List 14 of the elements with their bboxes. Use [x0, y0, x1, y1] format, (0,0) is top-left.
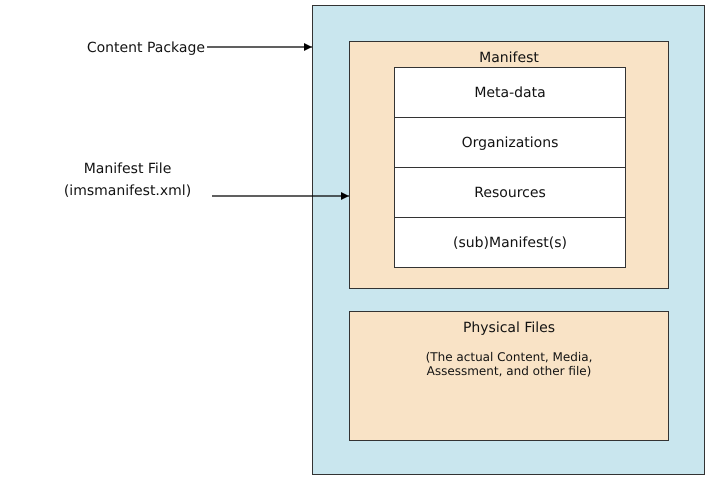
- arrow: [212, 192, 349, 200]
- text-label: Manifest File (imsmanifest.xml): [45, 158, 210, 202]
- list-row: Meta-data: [394, 67, 626, 118]
- box-title: Physical Files: [462, 320, 556, 336]
- arrow: [207, 43, 312, 51]
- package-box: [312, 5, 705, 475]
- box-title: Manifest: [478, 50, 540, 66]
- list-row: Organizations: [394, 117, 626, 168]
- text-label: Content Package: [15, 37, 205, 57]
- manifest-box: [349, 41, 669, 289]
- box-description: (The actual Content, Media, Assessment, and other file): [424, 350, 594, 378]
- list-row: Resources: [394, 167, 626, 218]
- files-box: [349, 311, 669, 441]
- list-row: (sub)Manifest(s): [394, 217, 626, 268]
